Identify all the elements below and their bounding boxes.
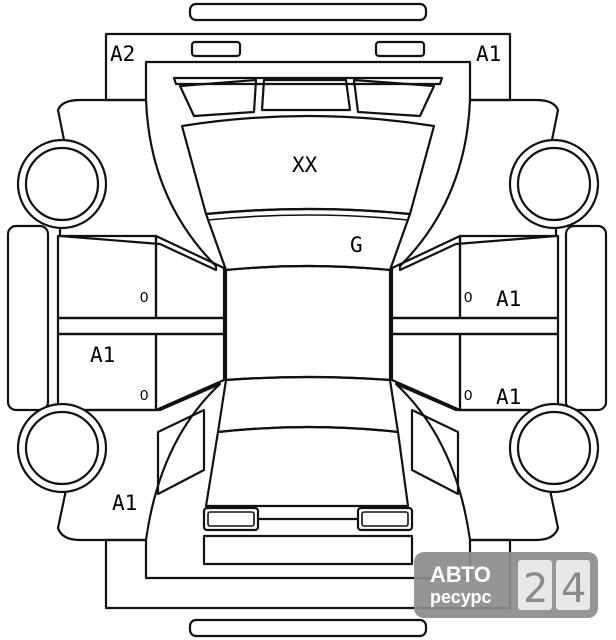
avtoresurs24-logo: АВТО ресурс 2 4 [414,552,598,618]
right-rear-door-window [390,332,462,412]
mark-front-right: A1 [476,42,501,66]
right-rear-quarter-window [410,408,460,496]
front-bumper [188,2,428,22]
left-sill [56,316,226,336]
grille-middle-section [260,78,352,112]
rear-bumper-strip [188,618,428,638]
grille-right-section [352,78,436,118]
mark-front-left: A2 [110,42,135,66]
right-front-door-window [390,234,462,320]
logo-digit-plate-1 [518,560,552,610]
mark-right-front-door: A1 [496,287,521,311]
logo-digit-plate-2 [556,560,590,610]
logo-line2: ресурс [430,587,492,607]
rear-right-light-inner [361,511,409,527]
logo-digit-2: 4 [561,566,586,612]
right-rear-door-handle-code: 0 [464,387,472,404]
mark-right-rear-door: A1 [496,385,521,409]
front-left-headlight [190,40,242,58]
right-front-door-handle-code: 0 [464,289,472,306]
grille [172,76,444,86]
logo-line1: АВТО [430,562,491,587]
front-bumper-outline [104,32,512,102]
rear-left-light-inner [207,511,255,527]
windshield-inner [207,214,409,221]
left-rear-quarter-window [156,408,206,496]
left-rear-door-handle-code: 0 [140,387,148,404]
front-right-wheel [508,138,600,230]
left-rocker-panel [6,224,50,412]
roof-panel [224,264,392,382]
left-rear-door-window [154,332,226,412]
rear-left-wheel [16,402,108,494]
right-rocker-panel [564,224,608,412]
grille-left-section [178,78,258,118]
front-right-headlight [374,40,426,58]
left-front-door-handle-code: 0 [140,289,148,306]
left-front-door-window [154,234,226,320]
license-plate-area [202,534,414,566]
front-left-wheel [16,138,108,230]
rear-window [216,375,400,434]
right-sill [390,316,560,336]
mark-left-rear-quarter: A1 [112,491,137,515]
mark-windshield: G [350,233,363,257]
mark-hood: XX [292,153,318,177]
logo-digit-1: 2 [523,566,548,612]
mark-left-rear-door: A1 [90,343,115,367]
trunk-panel [204,425,410,508]
rear-right-wheel [508,402,600,494]
